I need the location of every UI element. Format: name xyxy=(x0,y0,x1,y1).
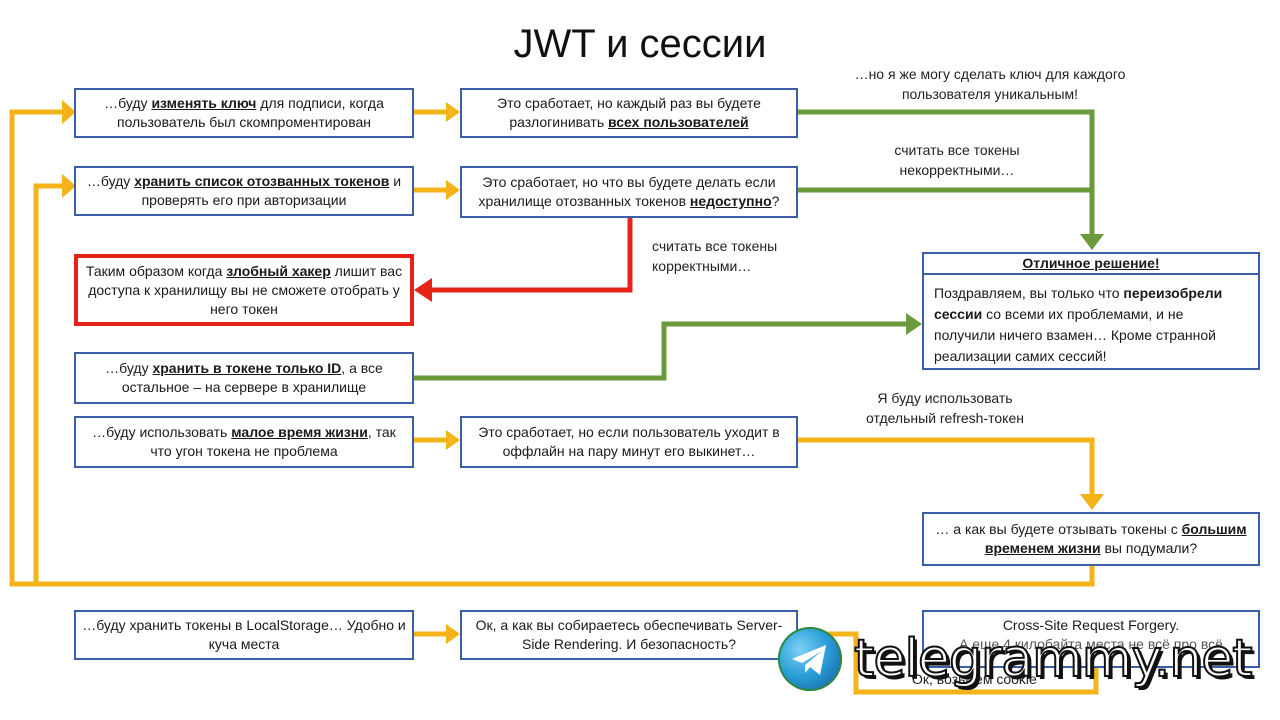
box-ssr: Ок, а как вы собираетесь обеспечивать Se… xyxy=(460,610,798,660)
note-refresh-token: Я буду использовать отдельный refresh-то… xyxy=(866,390,1024,426)
box-logout-all: Это сработает, но каждый раз вы будете р… xyxy=(460,88,798,138)
arrow-b7-b8 xyxy=(446,430,460,450)
box-short-lifetime: …буду использовать малое время жизни, та… xyxy=(74,416,414,468)
solution-body: Поздравляем, вы только что переизобрели … xyxy=(934,285,1223,364)
watermark-text: telegrammy.net xyxy=(853,628,1254,690)
arrow-b6-solution xyxy=(906,313,922,335)
arrow-b1-b2 xyxy=(446,102,460,122)
note-unique-key: …но я же могу сделать ключ для каждого п… xyxy=(854,66,1126,102)
box-long-lifetime: … а как вы будете отзывать токены с боль… xyxy=(922,512,1260,566)
box-great-solution: Отличное решение! Поздравляем, вы только… xyxy=(922,252,1260,370)
loop-line-outer xyxy=(9,109,1095,587)
loop-arrow-2 xyxy=(62,174,76,198)
box-csrf: Cross-Site Request Forgery. А еще 4 кило… xyxy=(922,610,1260,668)
box-evil-hacker: Таким образом когда злобный хакер лишит … xyxy=(74,254,414,326)
box-change-key: …буду изменять ключ для подписи, когда п… xyxy=(74,88,414,138)
arrow-b8-b9 xyxy=(1080,494,1104,510)
loop-arrow-1 xyxy=(62,100,76,124)
loop-line-inner xyxy=(33,183,62,584)
arrow-b3-b4 xyxy=(446,180,460,200)
box-offline-kick: Это сработает, но если пользователь уход… xyxy=(460,416,798,468)
watermark: telegrammy.net xyxy=(778,624,1254,694)
box-storage-unavailable: Это сработает, но что вы будете делать е… xyxy=(460,166,798,218)
note-take-cookie: Ок, возьмем cookie xyxy=(912,671,1037,687)
note-all-invalid: считать все токены некорректными… xyxy=(894,142,1020,178)
box-revoked-list: …буду хранить список отозванных токенов … xyxy=(74,166,414,216)
arrow-b10-b11 xyxy=(446,624,460,644)
arrow-b4-b5 xyxy=(414,278,432,302)
page-title: JWT и сессии xyxy=(513,22,767,66)
telegram-plane-icon xyxy=(778,627,842,691)
box-store-id-only: …буду хранить в токене только ID, а все … xyxy=(74,352,414,404)
box-localstorage: …буду хранить токены в LocalStorage… Удо… xyxy=(74,610,414,660)
note-all-valid: считать все токены корректными… xyxy=(652,238,778,274)
solution-heading: Отличное решение! xyxy=(924,254,1258,275)
arrow-to-solution-top xyxy=(1080,234,1104,250)
